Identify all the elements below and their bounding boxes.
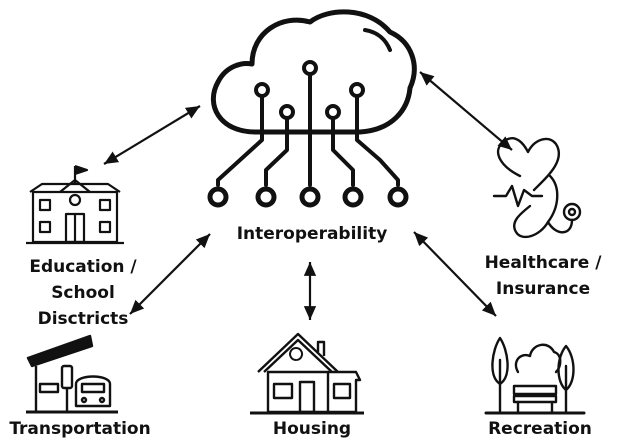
education-label: Education / School Disctricts: [8, 254, 158, 332]
stethoscope-icon: [492, 137, 582, 239]
park-bench-trees-icon: [484, 336, 586, 415]
house-icon: [250, 332, 364, 415]
healthcare-label: Healthcare / Insurance: [468, 250, 618, 302]
arrow-healthcare: [419, 71, 513, 151]
transportation-label: Transportation: [9, 419, 151, 439]
train-station-icon: [26, 334, 118, 414]
arrow-education: [103, 105, 201, 165]
education-label-line-2: School: [51, 283, 115, 303]
education-label-line-3: Disctricts: [37, 309, 129, 329]
healthcare-label-line-1: Healthcare /: [484, 253, 602, 273]
healthcare-label-line-2: Insurance: [495, 279, 591, 299]
center-label: Interoperability: [236, 224, 388, 244]
arrow-recreation: [413, 231, 497, 317]
housing-label: Housing: [272, 419, 352, 439]
school-building-icon: [26, 164, 124, 245]
recreation-label: Recreation: [488, 419, 592, 439]
education-label-line-1: Education /: [29, 257, 137, 277]
arrow-transportation: [129, 233, 211, 315]
cloud-circuit-icon: [207, 9, 417, 208]
